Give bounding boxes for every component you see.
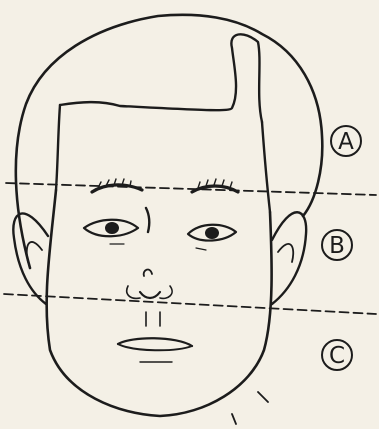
left-eye	[84, 220, 138, 244]
zone-label-a: A	[331, 126, 361, 156]
svg-text:A: A	[338, 129, 354, 155]
left-ear	[13, 213, 48, 304]
right-ear-inner	[278, 244, 293, 262]
mouth	[118, 338, 192, 362]
right-ear	[272, 212, 306, 304]
nose	[127, 208, 172, 298]
svg-text:C: C	[329, 343, 345, 369]
guide-line-nose	[4, 294, 376, 314]
philtrum	[146, 312, 160, 326]
left-ear-inner	[27, 242, 42, 262]
right-eye	[188, 225, 236, 250]
svg-text:B: B	[329, 233, 345, 259]
zone-label-c: C	[322, 340, 352, 370]
neck-line	[232, 392, 268, 424]
zone-label-b: B	[322, 230, 352, 260]
